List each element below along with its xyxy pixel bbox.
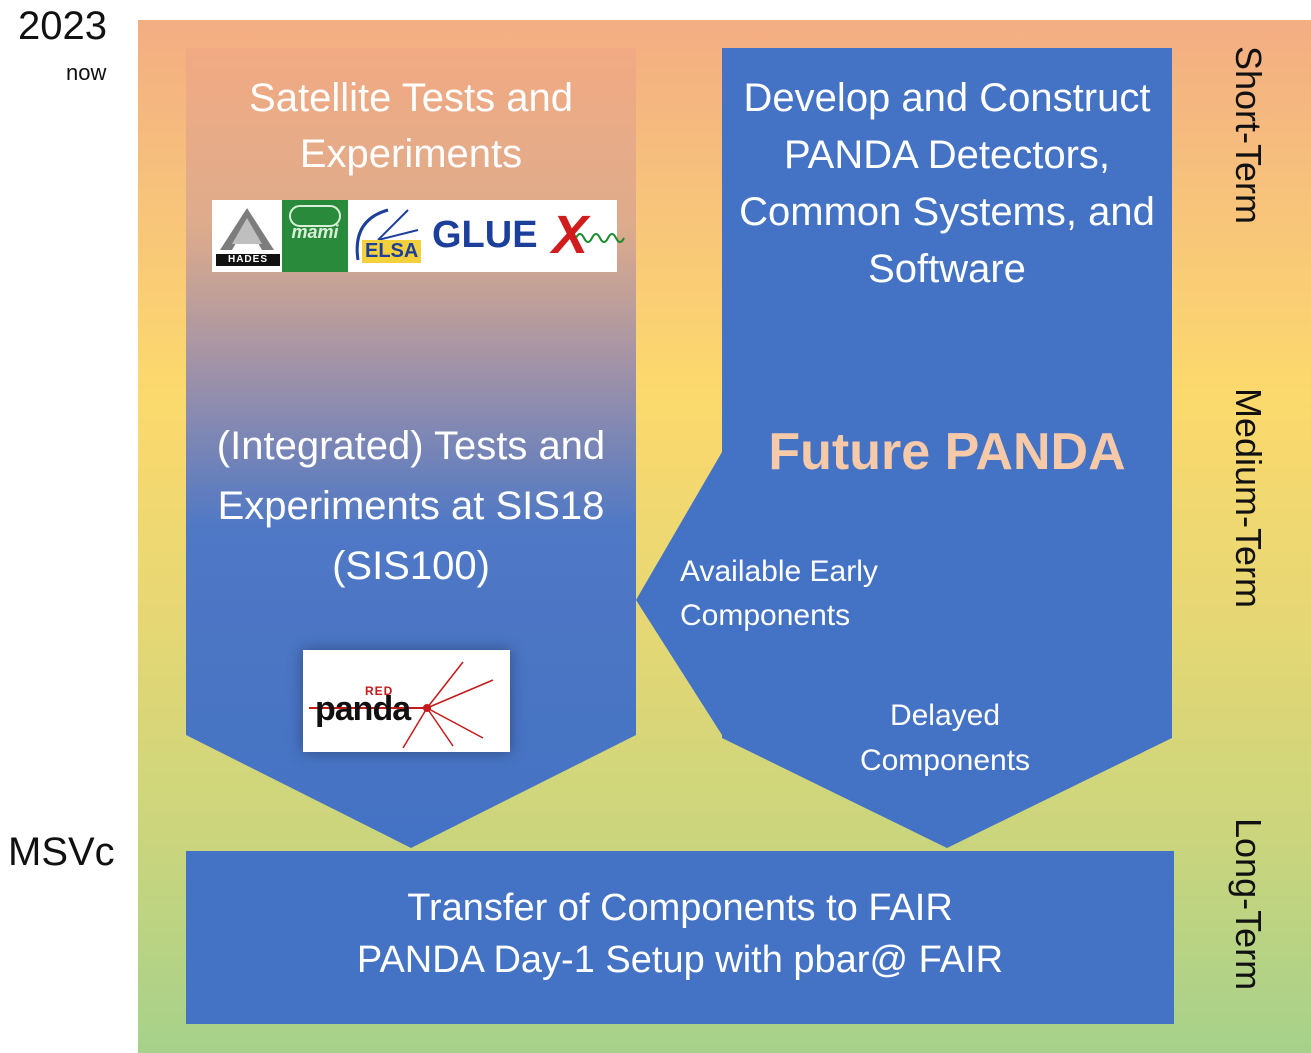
phase-medium-term: Medium-Term [1228,388,1269,609]
elsa-logo: ELSA [348,200,428,272]
gluex-logo: GLUE X [428,200,625,272]
hades-logo: HADES [212,200,282,272]
integrated-tests-title: (Integrated) Tests and Experiments at SI… [216,424,606,588]
early-components-arrow [636,452,722,735]
transfer-box-text: Transfer of Components to FAIR PANDA Day… [186,882,1174,986]
develop-title: Develop and Construct PANDA Detectors, C… [739,76,1155,291]
early-components-line1: Available Early [680,555,878,588]
start-year: 2023 [18,4,107,48]
delayed-components-label: Delayed Components [859,699,1031,777]
transfer-line1: Transfer of Components to FAIR [407,887,953,929]
phase-short-term: Short-Term [1228,46,1269,225]
transfer-line2: PANDA Day-1 Setup with pbar@ FAIR [356,939,1004,981]
redpanda-logo: RED panda [303,650,510,752]
early-components-line2: Components [680,599,851,632]
mami-logo: mami [282,200,348,272]
satellite-title: Satellite Tests and Experiments [249,76,573,176]
start-note: now [66,60,107,85]
phase-long-term: Long-Term [1228,818,1269,991]
right-column-arrow [722,48,1172,848]
transfer-box [186,851,1174,1024]
end-marker: MSVc [8,830,115,874]
future-panda-label: Future PANDA [768,423,1126,481]
experiment-logos: HADES mami ELSA GLUE X [212,200,625,272]
early-components-label: Available Early Components [680,550,878,638]
